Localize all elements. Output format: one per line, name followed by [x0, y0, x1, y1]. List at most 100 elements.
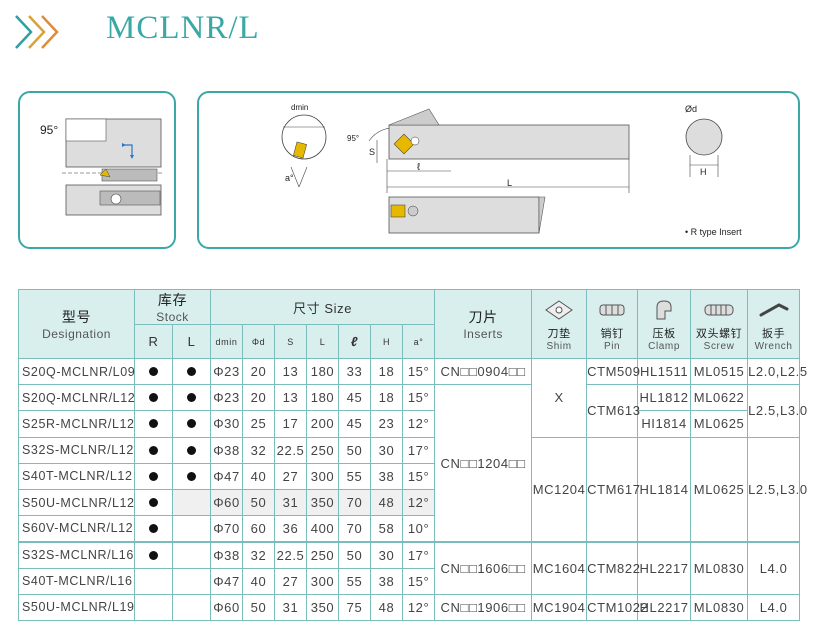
table-cell: 400 [306, 515, 340, 543]
table-cell: 350 [306, 593, 340, 621]
table-cell: 38 [370, 462, 404, 490]
table-cell [171, 384, 212, 412]
table-cell: 55 [338, 567, 372, 595]
table-cell: 50 [338, 436, 372, 464]
table-cell [134, 462, 173, 490]
table-cell: 250 [306, 541, 340, 569]
clamp-cell: HI1814 [637, 410, 692, 438]
table-cell: Φ23 [210, 384, 244, 412]
pin-cell: CTM617 [586, 436, 640, 543]
in-stock-dot [187, 419, 196, 429]
header-phid: Φd [242, 324, 276, 359]
table-cell: 17° [402, 436, 436, 464]
header-pin: 销钉 Pin [586, 289, 639, 359]
in-stock-dot [149, 393, 158, 403]
dim-dmin-label: dmin [291, 103, 309, 112]
wrench-icon [759, 302, 789, 316]
table-cell: 22.5 [274, 541, 308, 569]
table-cell: 48 [370, 488, 404, 517]
table-cell: 180 [306, 384, 340, 412]
screw-icon [704, 304, 734, 315]
screw-cell: ML0625 [690, 436, 749, 543]
chevron-logo-icon [15, 15, 59, 49]
table-cell: 15° [402, 384, 436, 412]
table-cell: 18 [370, 357, 404, 386]
table-cell: 15° [402, 462, 436, 490]
table-cell: 40 [242, 462, 276, 490]
table-cell [171, 436, 212, 464]
table-cell: 32 [242, 541, 276, 569]
insert-cell: CN□□0904□□ [434, 357, 533, 386]
in-stock-dot [149, 367, 158, 377]
wrench-cell: L2.0,L2.5 [747, 357, 807, 386]
wrench-cell: L4.0 [747, 541, 801, 595]
table-cell: 58 [370, 515, 404, 543]
insert-cell: CN□□1606□□ [434, 541, 533, 595]
table-cell: 20 [242, 357, 276, 386]
clamp-icon [656, 299, 672, 319]
header-stock-R: R [134, 324, 173, 359]
table-cell: 31 [274, 488, 308, 517]
shim-cell: MC1904 [531, 593, 588, 621]
shim-icon [545, 299, 573, 320]
table-cell: 250 [306, 436, 340, 464]
table-cell [171, 541, 212, 569]
table-cell: 350 [306, 488, 340, 517]
table-cell: 50 [242, 488, 276, 517]
table-cell: 36 [274, 515, 308, 543]
table-cell: 30 [370, 436, 404, 464]
table-cell: S25R-MCLNR/L12 [18, 410, 135, 438]
tool-drawing [281, 108, 723, 234]
in-stock-dot [187, 393, 196, 403]
table-cell: S40T-MCLNR/L16 [18, 567, 135, 595]
table-cell: S20Q-MCLNR/L09 [18, 357, 135, 386]
in-stock-dot [187, 471, 196, 481]
table-cell: S60V-MCLNR/L12 [18, 515, 135, 543]
table-cell: 55 [338, 462, 372, 490]
shim-cell: X [531, 358, 588, 438]
dim-H-label: H [700, 167, 707, 177]
dim-L-label: L [507, 178, 513, 188]
table-cell [134, 567, 173, 595]
in-stock-dot [149, 550, 158, 560]
table-cell: 180 [306, 357, 340, 386]
table-cell: 23 [370, 410, 404, 438]
table-cell: 25 [242, 410, 276, 438]
header-inserts: 刀片 Inserts [434, 289, 533, 359]
table-cell: Φ60 [210, 593, 244, 621]
table-cell: 300 [306, 462, 340, 490]
dim-a-label: a° [285, 173, 294, 183]
table-cell [134, 515, 173, 543]
table-cell: Φ47 [210, 462, 244, 490]
table-cell: 10° [402, 515, 436, 543]
table-cell [134, 541, 173, 569]
table-cell: 45 [338, 384, 372, 412]
header-stock: 库存 Stock [133, 289, 212, 325]
shim-cell: MC1204 [531, 436, 588, 543]
table-cell: Φ60 [210, 488, 244, 517]
table-cell: 17° [402, 541, 436, 569]
spec-table: 型号 Designation 库存 Stock 尺寸 Size 刀片 Inser… [18, 289, 807, 621]
table-cell: 38 [370, 567, 404, 595]
header-L: L [306, 324, 340, 359]
screw-cell: ML0625 [690, 410, 749, 438]
table-cell [134, 488, 173, 517]
in-stock-dot [149, 471, 158, 481]
table-cell: 12° [402, 488, 436, 517]
header-dmin: dmin [210, 324, 244, 359]
approach-angle-label: 95° [40, 123, 59, 137]
table-cell: 12° [402, 410, 436, 438]
table-cell [171, 515, 212, 543]
table-cell: 17 [274, 410, 308, 438]
tool-dimension-diagram: dmin 95° S a° ℓ L Ød H • R type Insert [197, 91, 800, 249]
table-cell: 22.5 [274, 436, 308, 464]
table-cell: Φ38 [210, 436, 244, 464]
table-cell: Φ70 [210, 515, 244, 543]
table-cell [171, 593, 212, 621]
insert-type-note: • R type Insert [685, 227, 742, 237]
